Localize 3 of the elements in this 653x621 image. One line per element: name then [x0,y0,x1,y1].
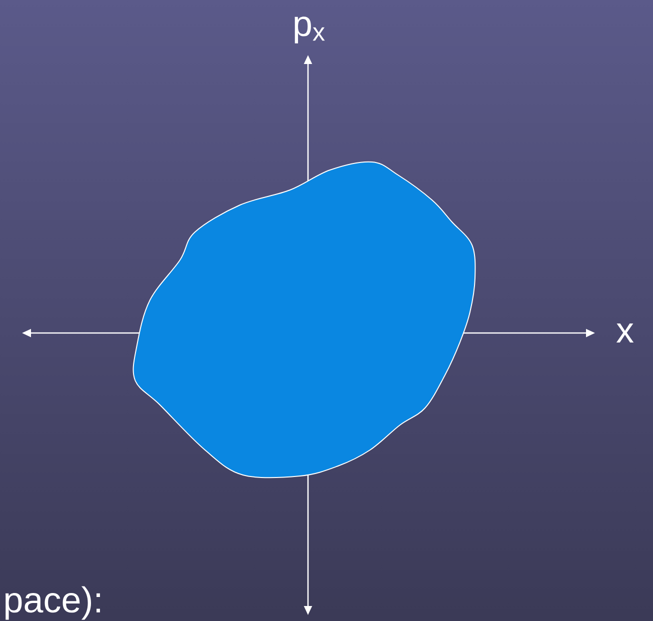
caption-text: pace): [6,586,100,620]
axis-label: x [616,324,634,343]
axis-label: p$_{x}$ [294,16,325,44]
